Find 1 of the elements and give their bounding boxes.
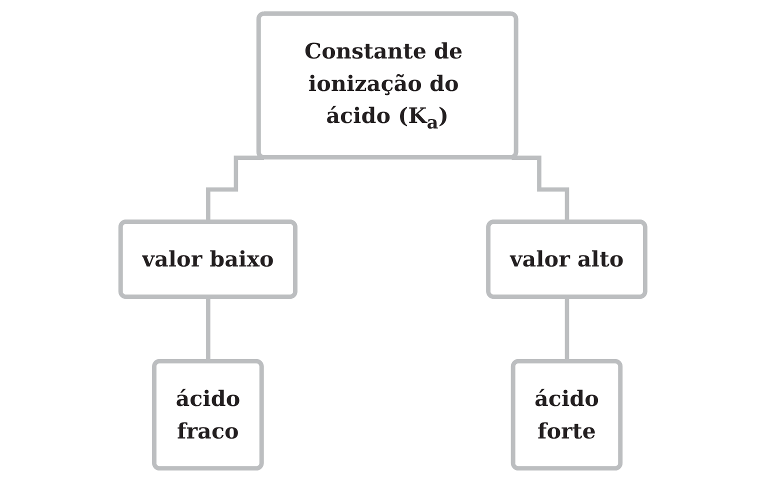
concept-map-drawing: Constante de ionização do ácido (K$_{a}$) valor baixo valor alto ácido fraco ácido forte bbox=[112, 5, 654, 477]
